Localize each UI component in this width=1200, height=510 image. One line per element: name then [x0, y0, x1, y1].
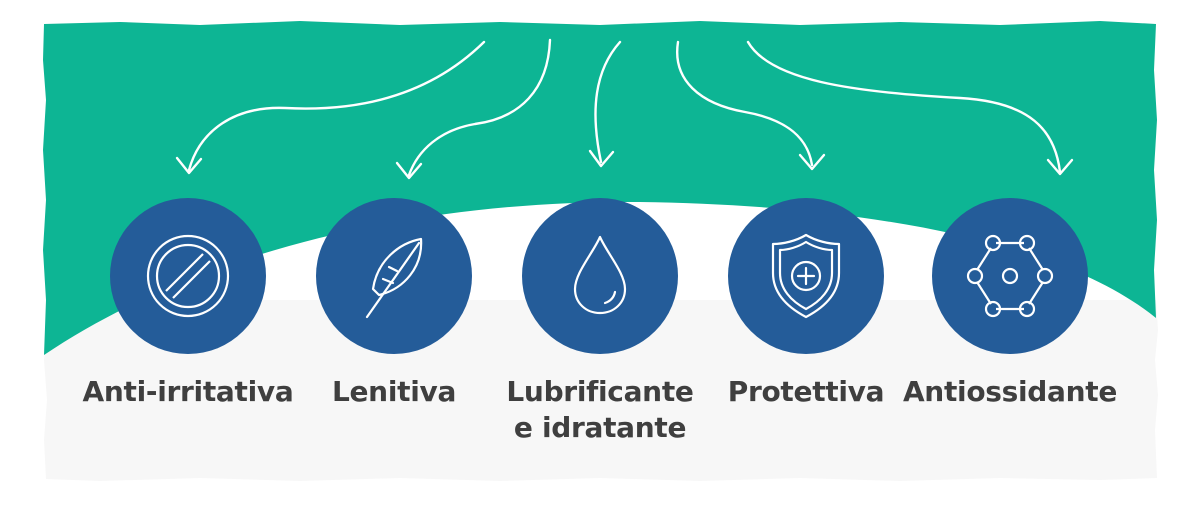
property-label: Lenitiva [274, 374, 514, 410]
prohibited-circle-icon [146, 234, 230, 318]
property-anti-irritativa: Anti-irritativa [68, 196, 308, 410]
badge-disc [316, 198, 472, 354]
badge-disc [932, 198, 1088, 354]
property-protettiva: Protettiva [686, 196, 926, 410]
badge [314, 196, 474, 356]
badge-disc [110, 198, 266, 354]
arrow-4 [676, 40, 814, 167]
property-label-line: Protettiva [727, 375, 885, 408]
badge [930, 196, 1090, 356]
molecule-icon [966, 234, 1054, 318]
badge [726, 196, 886, 356]
arrows [175, 38, 1074, 180]
property-label-line: Anti-irritativa [82, 375, 294, 408]
arrow-1 [187, 40, 486, 172]
arrow-5-head [1046, 158, 1074, 176]
badge-disc [522, 198, 678, 354]
property-label-line: Antiossidante [902, 375, 1118, 408]
property-label-line: Lenitiva [331, 375, 457, 408]
feather-icon [365, 237, 423, 319]
shield-plus-icon [771, 233, 841, 319]
light-area [44, 300, 1158, 481]
arrow-3 [594, 40, 622, 164]
property-lubrificante: Lubrificante e idratante [480, 196, 720, 446]
arrow-4-head [798, 153, 826, 171]
badge [520, 196, 680, 356]
property-label-line: e idratante [513, 411, 687, 444]
arrow-1-head [175, 156, 203, 175]
property-label: Protettiva [686, 374, 926, 410]
property-label: Anti-irritativa [68, 374, 308, 410]
arrow-5 [746, 40, 1062, 174]
water-drop-icon [573, 235, 627, 315]
badge [108, 196, 268, 356]
arrow-3-head [588, 149, 615, 168]
arrow-2-head [395, 161, 423, 180]
property-lenitiva: Lenitiva [274, 196, 514, 410]
property-label: Antiossidante [890, 374, 1130, 410]
teal-band [43, 21, 1157, 355]
property-label-line: Lubrificante [506, 375, 694, 408]
arrow-2 [407, 38, 552, 177]
property-antiossidante: Antiossidante [890, 196, 1130, 410]
property-label: Lubrificante e idratante [480, 374, 720, 446]
